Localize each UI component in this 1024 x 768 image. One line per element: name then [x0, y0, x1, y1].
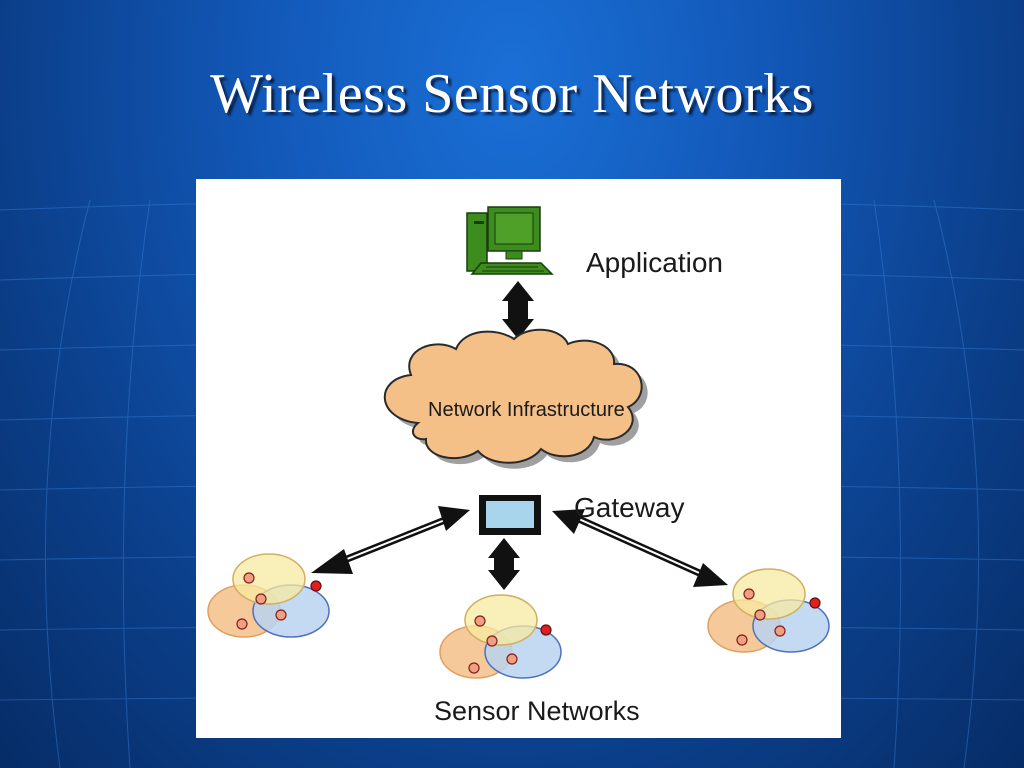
gateway-right-arrow	[552, 509, 728, 587]
sensor-cluster-right	[707, 568, 830, 653]
gateway-left-arrow	[311, 506, 470, 574]
gateway-center-arrow	[488, 538, 520, 590]
diagram-panel: Application Network Infrastructure Gatew…	[196, 179, 841, 738]
gateway-label: Gateway	[574, 492, 685, 523]
sensor-networks-label: Sensor Networks	[434, 696, 640, 726]
gateway-icon	[479, 495, 541, 535]
sensor-cluster-left	[207, 553, 330, 638]
app-network-arrow	[502, 281, 534, 339]
application-label: Application	[586, 247, 723, 278]
sensor-cluster-center	[439, 594, 562, 679]
network-infrastructure-label: Network Infrastructure	[428, 399, 625, 421]
computer-icon	[466, 206, 554, 275]
network-diagram	[207, 206, 830, 679]
cloud-icon	[383, 328, 648, 469]
slide-title: Wireless Sensor Networks	[210, 63, 814, 125]
